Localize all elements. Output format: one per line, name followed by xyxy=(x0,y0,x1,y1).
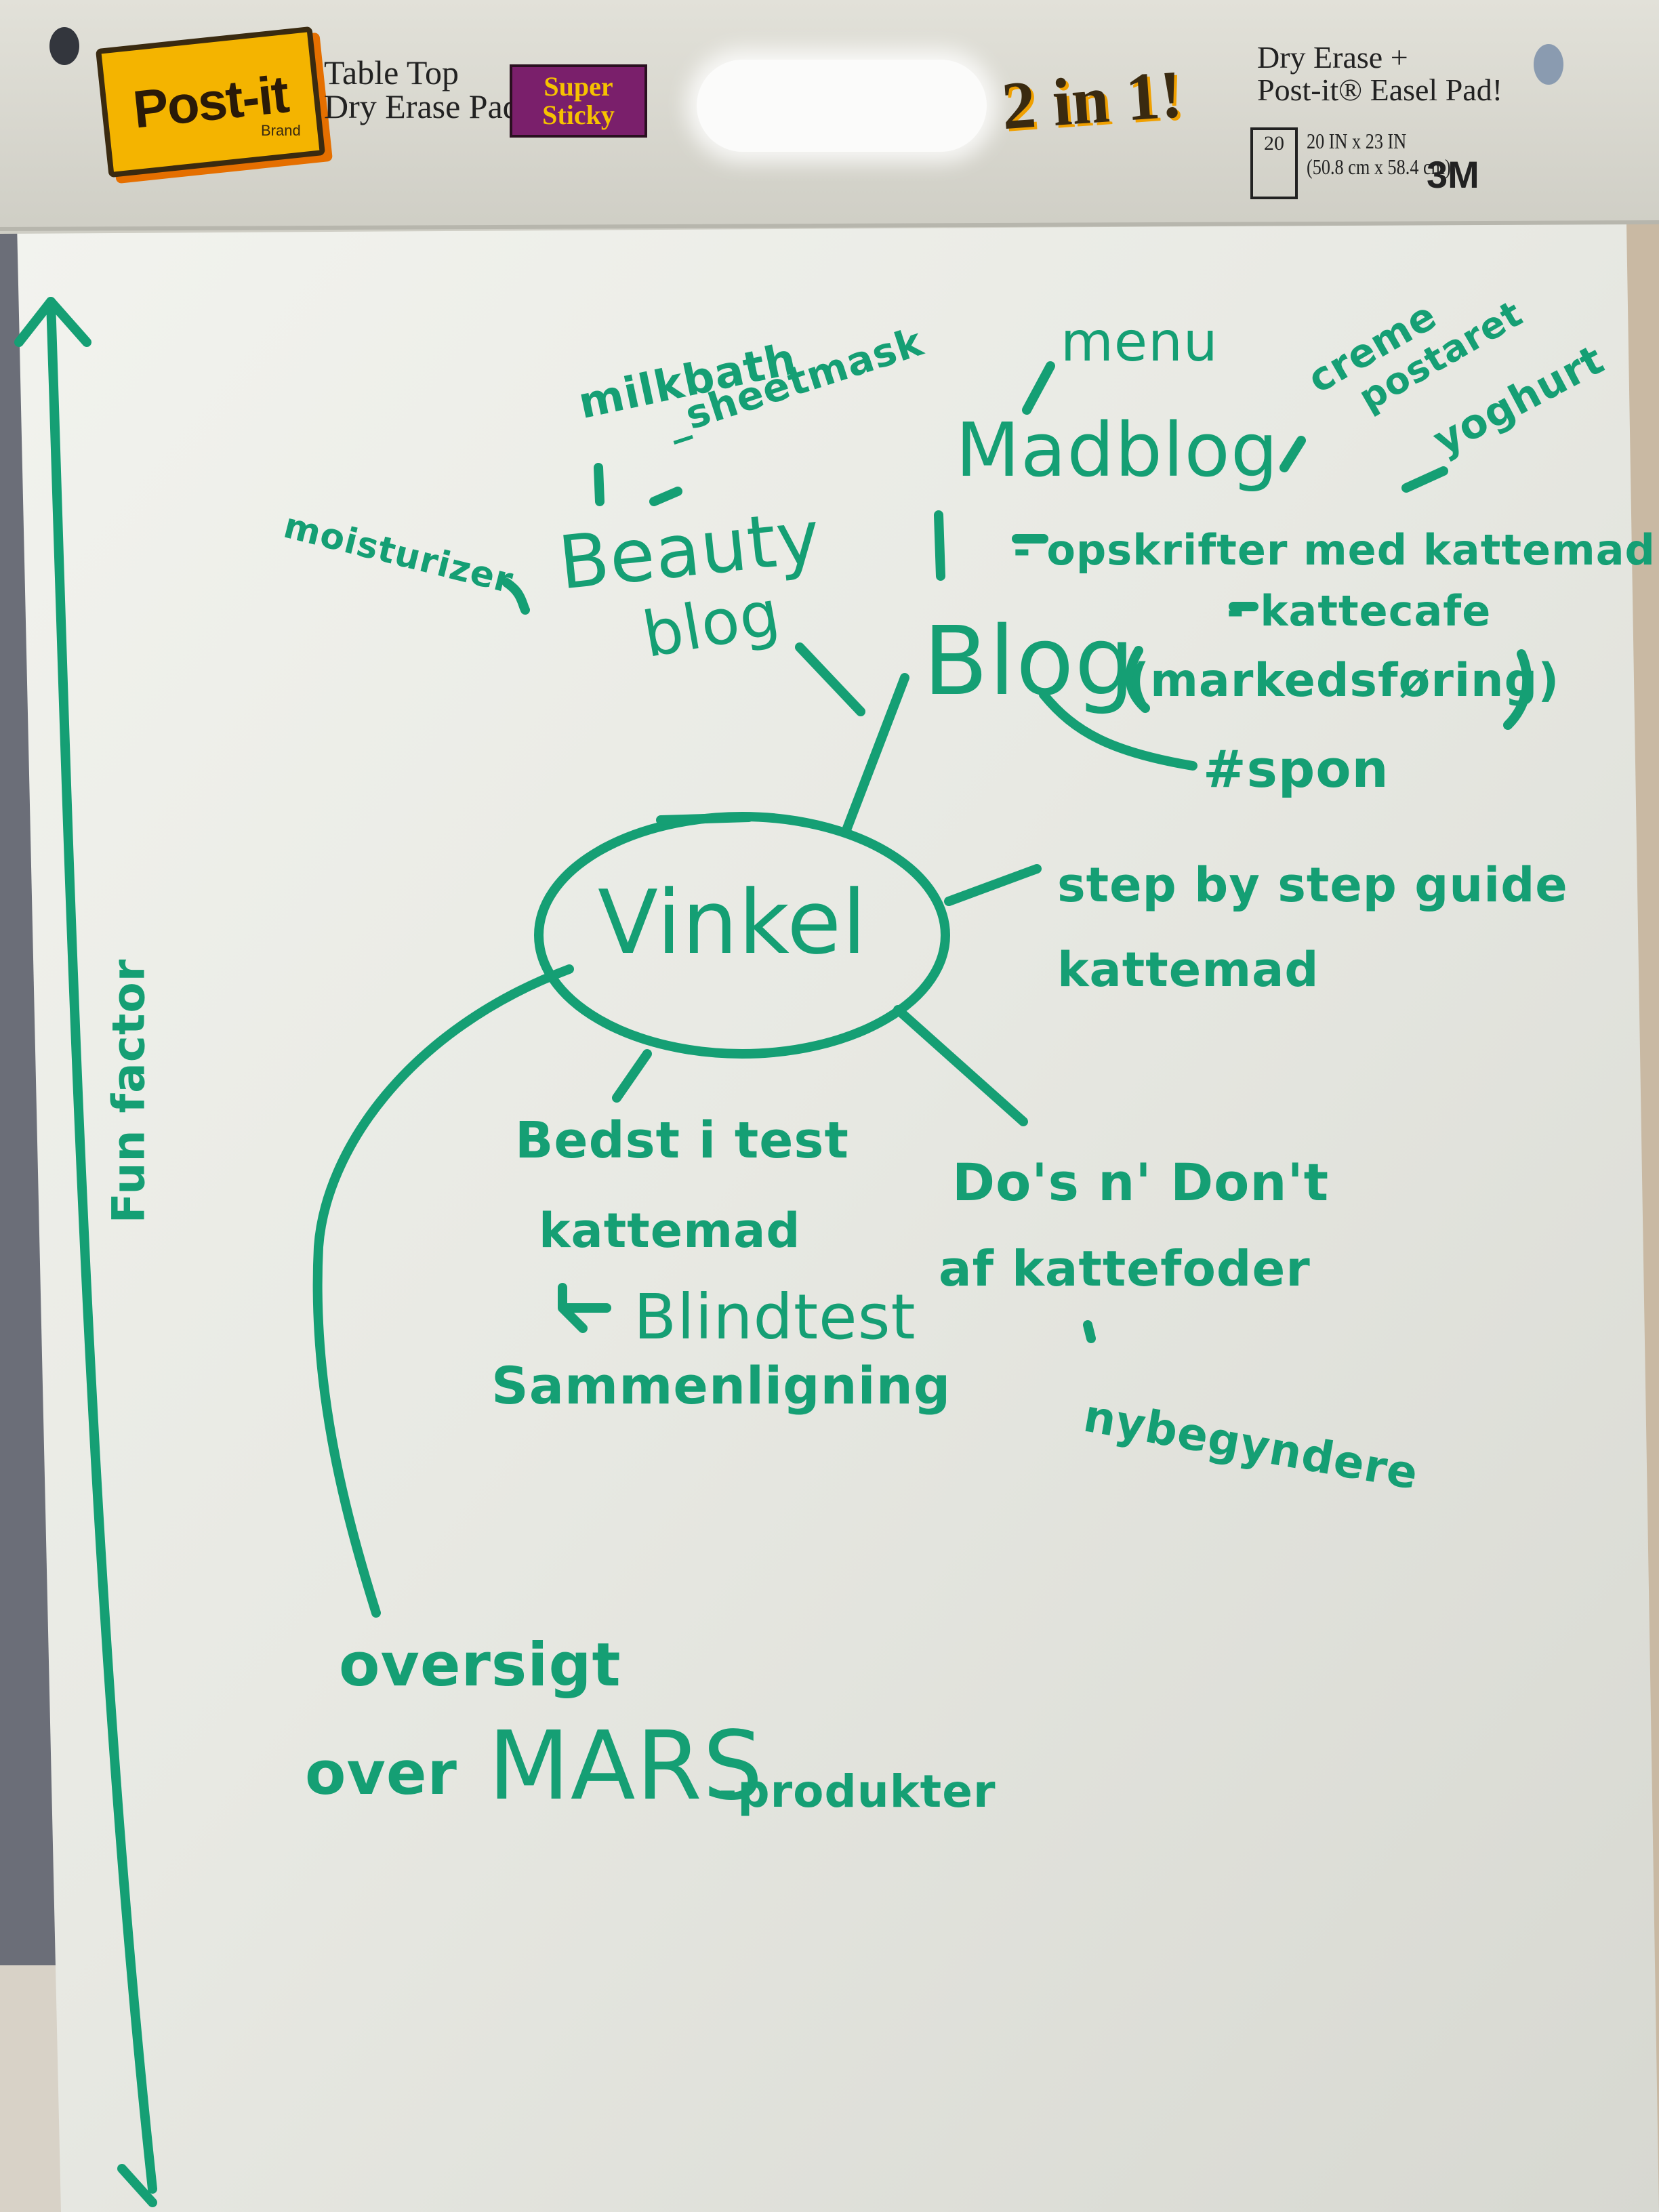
badge-line-2: Sticky xyxy=(542,100,615,130)
dos-line-1: Do's n' Don't xyxy=(952,1152,1330,1212)
line-creme xyxy=(1279,436,1306,472)
spoke-bedst xyxy=(612,1049,652,1103)
size-line-2: (50.8 cm x 58.4 cm) xyxy=(1307,155,1451,179)
axis-label-fun-factor: Fun factor xyxy=(102,958,155,1224)
pad-header: Post-it Brand Table Top Dry Erase Pad Su… xyxy=(0,0,1659,224)
product-line-1: Table Top xyxy=(324,54,459,91)
line-spon xyxy=(1039,690,1197,771)
opskrifter-label: - opskrifter med kattemad xyxy=(1013,525,1656,575)
carry-handle-hole xyxy=(697,60,987,152)
oversigt-line-1: oversigt xyxy=(339,1630,621,1700)
kattecafe-label: - kattecafe xyxy=(1227,586,1492,636)
line-moisturizer xyxy=(502,578,530,615)
product-line-2: Dry Erase Pad xyxy=(324,87,520,125)
board-surface xyxy=(17,224,1659,2212)
sammenligning-label: Sammenligning xyxy=(491,1355,951,1416)
oversigt-mars-label: MARS xyxy=(488,1711,764,1822)
oversigt-produkter-label: -produkter xyxy=(718,1765,996,1818)
postit-logo: Post-it xyxy=(95,26,326,178)
spoke-oversigt xyxy=(312,964,574,1618)
guide-line-1: step by step guide xyxy=(1057,857,1568,913)
axis-arrow-bottom xyxy=(117,2164,157,2207)
line-nybegyndere xyxy=(1083,1320,1096,1343)
guide-line-2: kattemad xyxy=(1057,942,1319,998)
blog-label: Blog xyxy=(923,607,1136,717)
two-in-one-label: 2 in 1! xyxy=(999,56,1185,144)
dos-line-2: af kattefoder xyxy=(939,1240,1311,1297)
blindtest-label: Blindtest xyxy=(634,1281,916,1353)
line-madblog xyxy=(934,510,945,581)
sheet-count-box: 20 xyxy=(1250,127,1298,199)
3m-logo: 3M xyxy=(1427,153,1479,196)
line-menu xyxy=(1022,361,1055,415)
spoke-blog xyxy=(842,673,909,833)
bedst-line-1: Bedst i test xyxy=(515,1111,849,1170)
binder-hole-right xyxy=(1534,44,1563,85)
madblog-label: Madblog xyxy=(956,407,1279,493)
line-milkbath xyxy=(594,463,605,506)
axis-arrow-top xyxy=(14,297,91,347)
binder-hole-left xyxy=(49,27,79,65)
center-label: Vinkel xyxy=(598,871,867,974)
arrow-blindtest xyxy=(558,1283,611,1333)
spon-label: #spon xyxy=(1203,739,1389,799)
badge-line-1: Super xyxy=(544,71,613,102)
markedsforing-label: (markedsføring) xyxy=(1128,654,1560,708)
dry-erase-line-2: Post-it® Easel Pad! xyxy=(1257,73,1503,107)
marker-strokes xyxy=(14,297,1532,2207)
line-yoghurt xyxy=(1401,466,1448,493)
postit-brand-label: Brand xyxy=(261,122,301,139)
line-beauty xyxy=(795,642,865,716)
oversigt-over-label: over xyxy=(305,1738,457,1808)
bedst-line-2: kattemad xyxy=(539,1203,801,1258)
super-sticky-badge: Super Sticky xyxy=(510,64,647,138)
dry-erase-line-1: Dry Erase + xyxy=(1257,40,1408,75)
axis-line xyxy=(46,297,157,2194)
spoke-dos xyxy=(893,1005,1028,1126)
menu-label: menu xyxy=(1061,310,1218,373)
spoke-guide xyxy=(944,864,1042,906)
line-sheetmask xyxy=(649,487,682,506)
size-line-1: 20 IN x 23 IN xyxy=(1307,129,1407,153)
